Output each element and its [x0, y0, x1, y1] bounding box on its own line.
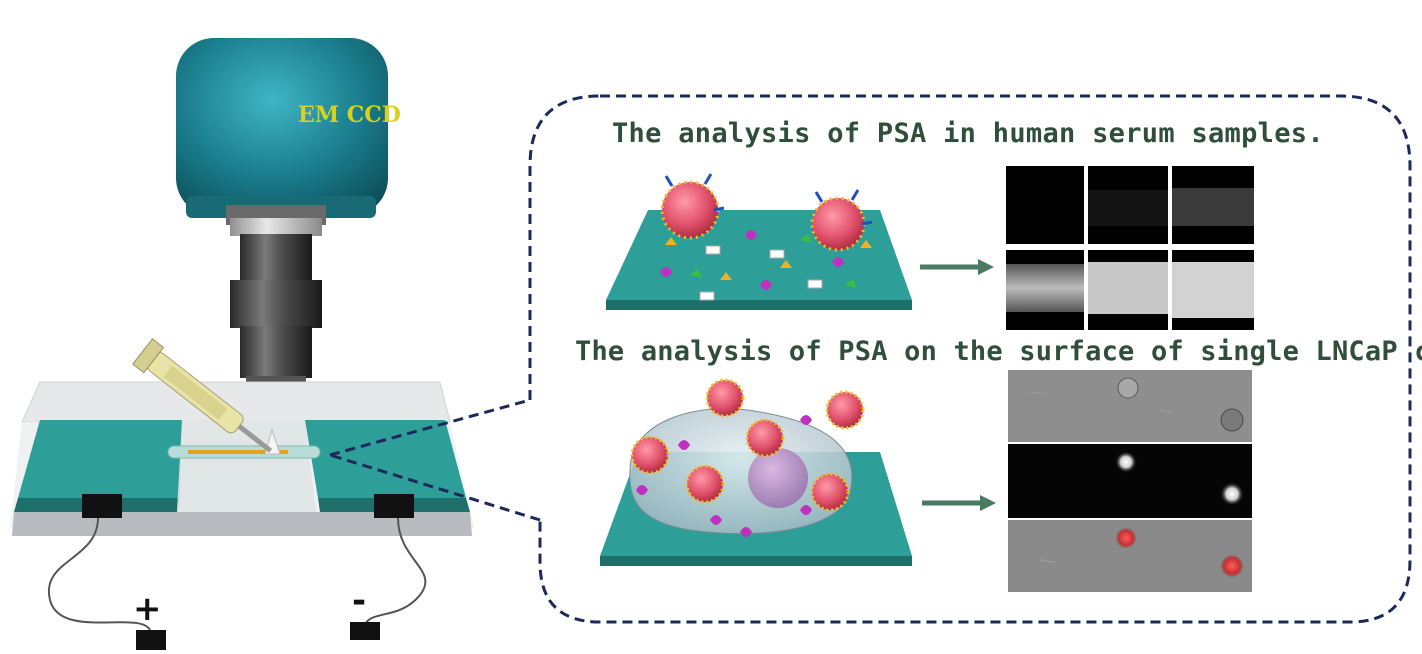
- serum-image-tile: [1006, 250, 1084, 330]
- camera-label: EM CCD: [298, 102, 401, 128]
- negative-sign: -: [352, 581, 366, 621]
- nanoparticle: [685, 464, 725, 504]
- serum-proteins: [660, 230, 872, 301]
- nanoparticle: [630, 435, 670, 475]
- electrode-pad-negative: [374, 494, 414, 518]
- electrode-wires: [47, 517, 427, 631]
- cell-nucleus: [748, 448, 808, 508]
- electrode-pads: [82, 494, 414, 518]
- positive-sign: +: [133, 589, 162, 629]
- cell-psa-markers: [636, 415, 812, 537]
- serum-image-tile: [1172, 250, 1254, 330]
- cell-schematic: [600, 378, 912, 566]
- serum-image-tile: [1088, 250, 1168, 330]
- serum-image-tile: [1172, 166, 1254, 244]
- nanoparticle: [810, 189, 873, 252]
- cell-fluorescence-image: [1008, 444, 1252, 518]
- arrow-cell: [922, 495, 996, 511]
- callout-outline: [329, 94, 1412, 624]
- cell-panel-caption: The analysis of PSA on the surface of si…: [575, 336, 1422, 367]
- serum-panel-caption: The analysis of PSA in human serum sampl…: [612, 118, 1324, 149]
- electrode-pad-positive: [82, 494, 122, 518]
- arrow-serum: [920, 259, 994, 275]
- nanoparticle: [745, 418, 785, 458]
- nanoparticle: [825, 390, 865, 430]
- nanoparticle: [810, 472, 850, 512]
- serum-image-tile: [1088, 166, 1168, 244]
- nanoparticle: [660, 173, 725, 240]
- cell-image-stack: [1008, 370, 1252, 592]
- nanoparticle: [705, 378, 745, 418]
- syringe: [132, 338, 273, 453]
- serum-image-tile: [1006, 166, 1084, 244]
- lncap-cell: [629, 408, 853, 535]
- objective-tube: [226, 205, 326, 404]
- cell-merged-image: [1008, 520, 1252, 592]
- em-ccd-camera: EM CCD: [176, 38, 401, 218]
- electrode-leads: + -: [133, 581, 380, 650]
- microchip: [12, 420, 472, 536]
- serum-image-grid: [1004, 166, 1254, 330]
- serum-schematic: [606, 173, 912, 310]
- cell-brightfield-image: [1008, 370, 1252, 442]
